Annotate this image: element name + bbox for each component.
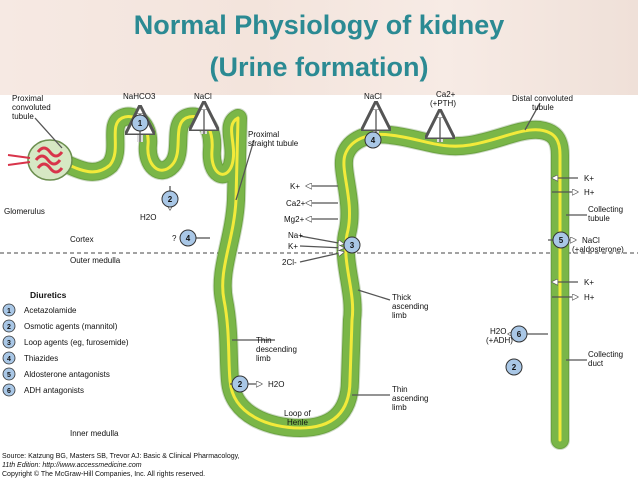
diagram-badges: 1 2 4 4 3 5 6 2 2 (131, 114, 570, 393)
svg-text:5: 5 (559, 236, 564, 245)
label-k-right2: K+ (584, 278, 594, 287)
label-ca-top: Ca2+ (436, 90, 456, 99)
label-loop-1: Loop of (284, 409, 311, 418)
badge-3: 3 (343, 236, 361, 254)
label-nahco3: NaHCO3 (123, 92, 156, 101)
label-cl-a: 2Cl- (282, 258, 297, 267)
label-thin-desc-2: descending (256, 345, 297, 354)
label-h2o-a: H2O (140, 213, 156, 222)
label-inner-medulla: Inner medulla (70, 429, 119, 438)
svg-text:4: 4 (7, 356, 11, 363)
svg-text:1: 1 (7, 308, 11, 315)
label-cd-1: Collecting (588, 350, 623, 359)
label-thick-1: Thick (392, 293, 412, 302)
svg-text:6: 6 (7, 388, 11, 395)
svg-text:2: 2 (168, 195, 173, 204)
svg-text:4: 4 (371, 136, 376, 145)
svg-text:6: 6 (517, 330, 522, 339)
source-line-1: Source: Katzung BG, Masters SB, Trevor A… (2, 453, 240, 460)
label-collecting-1: Collecting (588, 205, 623, 214)
label-cortex: Cortex (70, 235, 94, 244)
label-aldosterone: (+aldosterone) (572, 245, 624, 254)
source-citation: Source: Katzung BG, Masters SB, Trevor A… (2, 453, 240, 478)
glomerulus-icon (7, 139, 73, 181)
label-cd-2: duct (588, 359, 604, 368)
svg-text:Acetazolamide: Acetazolamide (24, 306, 77, 315)
label-k-a: K+ (290, 182, 300, 191)
label-dct-2: tubule (532, 103, 554, 112)
label-outer-medulla: Outer medulla (70, 256, 121, 265)
label-pth: (+PTH) (430, 99, 456, 108)
label-dct-1: Distal convoluted (512, 94, 573, 103)
label-pst-1: Proximal (248, 130, 279, 139)
svg-text:Thiazides: Thiazides (24, 354, 58, 363)
badge-6: 6 (510, 325, 528, 343)
label-k-b: K+ (288, 242, 298, 251)
label-pst-2: straight tubule (248, 139, 299, 148)
legend-item: 5 Aldosterone antagonists (2, 367, 110, 381)
badge-2-pct: 2 (161, 190, 179, 208)
label-pct-1: Proximal (12, 94, 43, 103)
svg-text:4: 4 (186, 234, 191, 243)
svg-text:1: 1 (138, 119, 143, 128)
label-h2o-c: H2O (268, 380, 284, 389)
badge-4-cortex: 4 (179, 229, 197, 247)
label-thin-desc-1: Thin (256, 336, 272, 345)
svg-text:2: 2 (238, 380, 243, 389)
svg-text:2: 2 (7, 324, 11, 331)
legend-heading: Diuretics (30, 290, 67, 300)
label-nacl-a: NaCl (194, 92, 212, 101)
diuretics-legend: Diuretics 1 Acetazolamide 2 Osmotic agen… (2, 290, 129, 397)
label-collecting-2: tubule (588, 214, 610, 223)
page-subtitle: (Urine formation) (209, 52, 429, 82)
badge-4-dct: 4 (364, 131, 382, 149)
label-thin-desc-3: limb (256, 354, 271, 363)
label-nacl-c: NaCl (582, 236, 600, 245)
badge-1: 1 (131, 114, 149, 132)
label-nacl-b: NaCl (364, 92, 382, 101)
label-h-right: H+ (584, 188, 595, 197)
svg-text:2: 2 (512, 363, 517, 372)
header-background (0, 0, 638, 95)
label-thick-2: ascending (392, 302, 428, 311)
label-thin-asc-2: ascending (392, 394, 428, 403)
badge-5: 5 (552, 231, 570, 249)
page-title: Normal Physiology of kidney (133, 10, 505, 40)
legend-item: 2 Osmotic agents (mannitol) (2, 319, 118, 333)
svg-text:5: 5 (7, 372, 11, 379)
label-k-right: K+ (584, 174, 594, 183)
label-adh: (+ADH) (486, 336, 513, 345)
svg-text:Loop agents (eg, furosemide): Loop agents (eg, furosemide) (24, 338, 129, 347)
label-thin-asc-1: Thin (392, 385, 408, 394)
label-loop-2: Henle (287, 418, 308, 427)
source-line-3: Copyright © The McGraw-Hill Companies, I… (2, 470, 205, 478)
label-pct-2: convoluted (12, 103, 51, 112)
label-glomerulus: Glomerulus (4, 207, 45, 216)
label-thick-3: limb (392, 311, 407, 320)
diagram-labels: Proximal convoluted tubule NaHCO3 NaCl P… (4, 90, 624, 438)
nephron-tubule (52, 106, 570, 450)
svg-text:ADH antagonists: ADH antagonists (24, 386, 84, 395)
label-mg-a: Mg2+ (284, 215, 305, 224)
label-ca-a: Ca2+ (286, 199, 306, 208)
label-h-right2: H+ (584, 293, 595, 302)
source-line-2: 11th Edition: http://www.accessmedicine.… (2, 462, 142, 469)
legend-item: 1 Acetazolamide (2, 303, 77, 317)
svg-text:3: 3 (350, 241, 355, 250)
svg-text:Osmotic agents (mannitol): Osmotic agents (mannitol) (24, 322, 118, 331)
legend-item: 4 Thiazides (2, 351, 58, 365)
svg-text:3: 3 (7, 340, 11, 347)
svg-text:Aldosterone antagonists: Aldosterone antagonists (24, 370, 110, 379)
label-h2o-b: H2O (490, 327, 506, 336)
label-question: ? (172, 234, 177, 243)
badge-2-cd: 2 (505, 358, 523, 376)
label-thin-asc-3: limb (392, 403, 407, 412)
legend-item: 6 ADH antagonists (2, 383, 84, 397)
legend-item: 3 Loop agents (eg, furosemide) (2, 335, 129, 349)
label-pct-3: tubule (12, 112, 34, 121)
badge-2-loop: 2 (231, 375, 249, 393)
label-na-a: Na+ (288, 231, 303, 240)
